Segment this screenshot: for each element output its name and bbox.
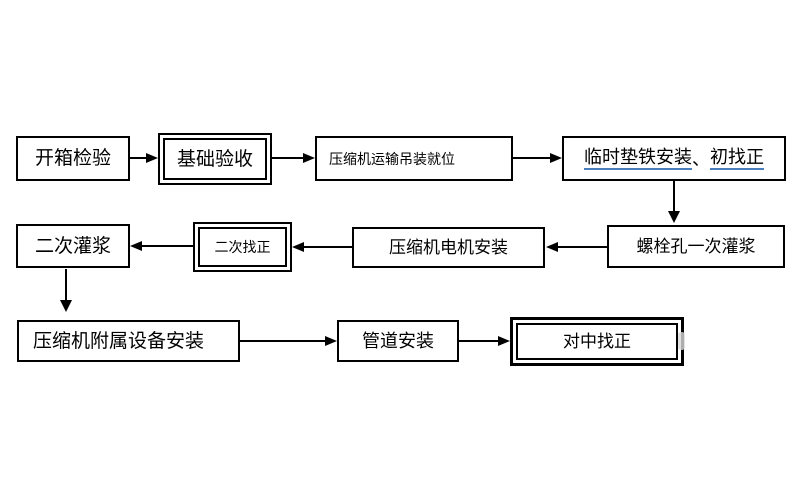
arrowhead-right-icon	[303, 153, 315, 163]
node-secondary-grouting: 二次灌浆	[16, 224, 130, 268]
underlined-phrase-initial-alignment: 初找正	[710, 148, 764, 170]
arrow-shaft	[240, 340, 327, 342]
arrow-shaft	[65, 269, 67, 302]
node-centering-alignment: 对中找正	[510, 317, 684, 366]
node-secondary-alignment: 二次找正	[193, 222, 292, 272]
arrowhead-right-icon	[146, 153, 158, 163]
arrow-shaft	[130, 157, 148, 159]
arrowhead-left-icon	[130, 241, 142, 251]
arrow-pipeline-to-centering-alignment	[459, 336, 510, 346]
node-unpacking-inspection: 开箱检验	[16, 136, 130, 181]
arrow-shaft	[459, 340, 500, 342]
node-foundation-acceptance-inner: 基础验收	[163, 138, 267, 180]
arrow-shaft	[556, 246, 607, 248]
arrow-transport-to-temporary-shim	[513, 153, 562, 163]
arrowhead-down-icon	[60, 300, 72, 312]
node-compressor-auxiliary-equipment-installation: 压缩机附属设备安装	[17, 320, 240, 362]
arrow-temporary-shim-to-bolt-hole-grouting	[668, 181, 680, 223]
arrow-auxiliary-equipment-to-pipeline	[240, 336, 337, 346]
arrowhead-left-icon	[546, 242, 558, 252]
arrowhead-right-icon	[550, 153, 562, 163]
arrow-secondary-alignment-to-secondary-grouting	[130, 241, 193, 251]
arrow-motor-installation-to-secondary-alignment	[292, 242, 352, 252]
node-temporary-shim-install-initial-alignment: 临时垫铁安装、初找正	[562, 136, 786, 181]
arrow-shaft	[140, 245, 193, 247]
node-foundation-acceptance: 基础验收	[158, 133, 272, 185]
node-secondary-alignment-inner: 二次找正	[198, 227, 287, 267]
arrowhead-left-icon	[292, 242, 304, 252]
arrow-shaft	[302, 246, 352, 248]
phrase-separator: 、	[692, 148, 710, 169]
arrowhead-right-icon	[498, 336, 510, 346]
arrow-foundation-to-transport	[272, 153, 315, 163]
node-bolt-hole-first-grouting: 螺栓孔一次灌浆	[607, 225, 785, 268]
node-compressor-transport-hoisting: 压缩机运输吊装就位	[315, 136, 513, 181]
arrow-unpacking-to-foundation	[130, 153, 158, 163]
watermark-artifact	[678, 332, 685, 350]
arrow-bolt-hole-grouting-to-motor-installation	[546, 242, 607, 252]
underlined-phrase-temporary-shim-install: 临时垫铁安装	[584, 148, 692, 170]
arrow-shaft	[513, 157, 552, 159]
arrow-secondary-grouting-to-auxiliary-equipment	[60, 269, 72, 312]
node-compressor-motor-installation: 压缩机电机安装	[352, 227, 545, 268]
arrow-shaft	[272, 157, 305, 159]
arrow-shaft	[673, 181, 675, 213]
arrowhead-right-icon	[325, 336, 337, 346]
arrowhead-down-icon	[668, 211, 680, 223]
node-centering-alignment-inner: 对中找正	[516, 323, 678, 360]
node-pipeline-installation: 管道安装	[337, 320, 459, 362]
